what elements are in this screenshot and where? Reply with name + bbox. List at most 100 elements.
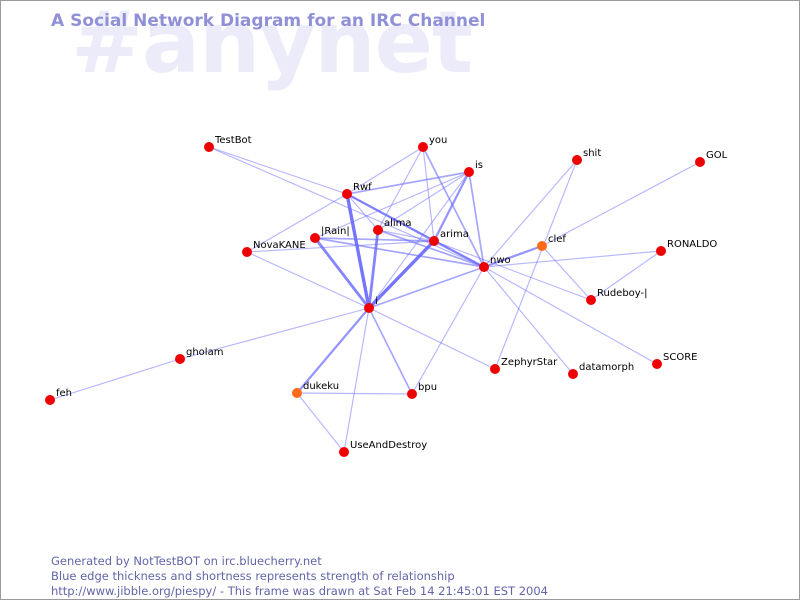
edge-clef-rudeboy — [541, 245, 592, 301]
node-marker-alima — [373, 225, 383, 235]
edge-rwf-is — [346, 171, 470, 195]
node-marker-rain — [310, 233, 320, 243]
node-label-dukeku: dukeku — [303, 381, 339, 392]
node-label-feh: feh — [56, 388, 72, 399]
node-marker-useanddestroy — [339, 447, 349, 457]
edge-is-rain — [314, 171, 470, 239]
node-marker-rwf — [342, 189, 352, 199]
node-marker-score — [652, 359, 662, 369]
edge-you-arima — [422, 146, 435, 242]
node-layer: TestBot you is shit GOL Rwf alima |Rain| arima cl… — [45, 135, 728, 457]
node-marker-feh — [45, 395, 55, 405]
node-marker-i — [364, 303, 374, 313]
node-label-gol: GOL — [706, 150, 728, 161]
node-label-zephyrstar: ZephyrStar — [501, 357, 558, 368]
node-datamorph: datamorph — [568, 362, 634, 379]
node-novakane: NovaKANE — [242, 240, 306, 257]
edge-arima-i — [367, 239, 436, 310]
node-marker-rudeboy — [586, 295, 596, 305]
edge-alima-nwo — [377, 229, 485, 268]
node-label-rudeboy: Rudeboy-| — [597, 288, 648, 299]
node-score: SCORE — [652, 352, 697, 369]
edge-dukeku-bpu — [296, 392, 413, 395]
node-rwf: Rwf — [342, 182, 372, 199]
node-label-nwo: nwo — [490, 255, 511, 266]
edge-i-gholam — [179, 307, 370, 360]
edge-testbot-nwo — [208, 146, 485, 268]
edge-rwf-i — [345, 192, 371, 310]
channel-watermark: #anynet — [71, 0, 473, 93]
node-i: i — [364, 296, 378, 313]
edge-dukeku-useanddestroy — [296, 392, 345, 453]
edge-gholam-feh — [49, 358, 181, 401]
edge-i-zephyrstar — [368, 307, 496, 370]
edge-is-nwo — [468, 171, 485, 268]
edge-arima-rudeboy — [433, 240, 592, 301]
edge-rain-nwo — [314, 237, 485, 268]
node-feh: feh — [45, 388, 72, 405]
node-dukeku: dukeku — [292, 381, 339, 398]
node-label-useanddestroy: UseAndDestroy — [350, 440, 427, 451]
diagram-title: A Social Network Diagram for an IRC Chan… — [51, 11, 486, 31]
footer-generated-by: Generated by NotTestBOT on irc.bluecherr… — [51, 554, 322, 568]
node-is: is — [464, 160, 483, 177]
node-rudeboy: Rudeboy-| — [586, 288, 648, 305]
edge-novakane-arima — [246, 240, 435, 253]
node-rain: |Rain| — [310, 226, 350, 243]
edge-testbot-rwf — [208, 146, 348, 195]
edge-gol-clef — [541, 161, 701, 247]
node-label-score: SCORE — [663, 352, 697, 363]
node-label-gholam: gholam — [186, 347, 223, 358]
edge-nwo-bpu — [411, 266, 485, 395]
edge-nwo-score — [483, 266, 658, 365]
node-marker-clef — [537, 241, 547, 251]
node-marker-shit — [572, 155, 582, 165]
node-marker-novakane — [242, 247, 252, 257]
footer-timestamp: http://www.jibble.org/piespy/ - This fra… — [51, 584, 548, 598]
node-label-shit: shit — [583, 148, 601, 159]
node-gholam: gholam — [175, 347, 223, 364]
edge-nwo-datamorph — [483, 266, 574, 375]
edge-layer — [49, 146, 701, 453]
node-label-testbot: TestBot — [214, 135, 252, 146]
edge-rwf-alima — [346, 193, 379, 231]
node-marker-ronaldo — [656, 246, 666, 256]
node-label-you: you — [429, 135, 447, 146]
edge-novakane-rwf — [246, 193, 348, 253]
node-label-arima: arima — [440, 229, 469, 240]
footer-legend: Blue edge thickness and shortness repres… — [51, 569, 455, 583]
node-label-datamorph: datamorph — [579, 362, 634, 373]
node-label-alima: alima — [384, 218, 412, 229]
node-marker-arima — [429, 236, 439, 246]
node-marker-is — [464, 167, 474, 177]
node-shit: shit — [572, 148, 601, 165]
node-bpu: bpu — [407, 382, 437, 399]
node-arima: arima — [429, 229, 469, 246]
node-label-i: i — [375, 296, 378, 307]
node-marker-nwo — [479, 262, 489, 272]
edge-alima-i — [367, 228, 380, 310]
edge-i-nwo — [368, 266, 485, 309]
node-marker-you — [418, 142, 428, 152]
edge-ronaldo-nwo — [483, 250, 662, 268]
node-ronaldo: RONALDO — [656, 239, 717, 256]
node-nwo: nwo — [479, 255, 511, 272]
node-label-bpu: bpu — [418, 382, 437, 393]
node-marker-testbot — [204, 142, 214, 152]
edge-rain-arima — [314, 237, 435, 242]
edge-i-bpu — [368, 307, 413, 395]
edge-you-nwo — [422, 146, 485, 268]
edge-ronaldo-rudeboy — [590, 250, 662, 301]
edge-novakane-i — [246, 251, 370, 309]
node-you: you — [418, 135, 447, 152]
node-clef: clef — [537, 234, 566, 251]
edge-is-arima — [432, 170, 471, 243]
footer: Generated by NotTestBOT on irc.bluecherr… — [51, 554, 548, 599]
node-zephyrstar: ZephyrStar — [490, 357, 558, 374]
node-marker-gol — [695, 157, 705, 167]
edge-shit-zephyrstar — [494, 159, 578, 370]
node-useanddestroy: UseAndDestroy — [339, 440, 427, 457]
edge-nwo-clef — [482, 244, 544, 269]
